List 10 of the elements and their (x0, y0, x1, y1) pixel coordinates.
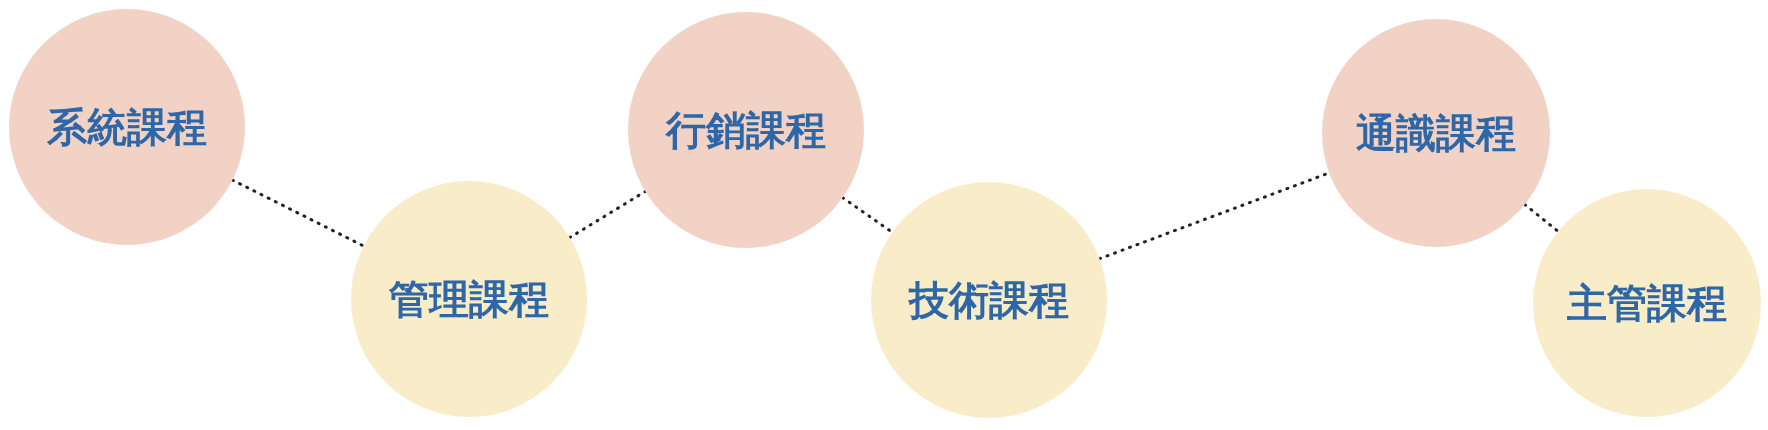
course-label: 管理課程 (389, 274, 549, 324)
course-label: 系統課程 (47, 102, 207, 152)
dotted-connector (841, 196, 894, 234)
course-label: 行銷課程 (666, 105, 826, 155)
course-label: 通識課程 (1356, 108, 1516, 158)
dotted-connector (568, 189, 647, 240)
dotted-connector (230, 178, 366, 248)
course-label: 主管課程 (1567, 278, 1727, 328)
course-label: 技術課程 (909, 275, 1069, 325)
dotted-connector (1523, 203, 1560, 233)
